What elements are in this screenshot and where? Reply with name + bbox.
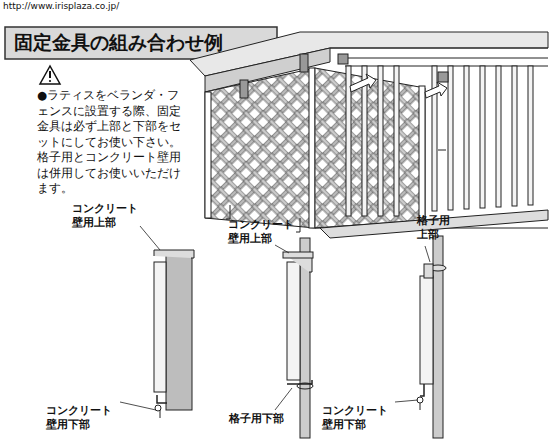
part-label: コンクリート 壁用下部 xyxy=(322,404,396,432)
url-text: http://www.irisplaza.co.jp/ xyxy=(3,1,119,12)
balcony-illustration xyxy=(190,32,548,238)
warning-icon xyxy=(40,66,60,84)
leader-lines xyxy=(120,226,430,410)
part-label: コンクリート 壁用上部 xyxy=(228,218,302,246)
part-label: 格子用下部 xyxy=(229,412,284,426)
post-detail-middle xyxy=(283,238,313,438)
part-label: コンクリート 壁用上部 xyxy=(72,202,146,230)
title-text: 固定金具の組み合わせ例 xyxy=(14,31,223,55)
note-text: ●ラティスをベランダ・フェンスに設置する際、固定金具は必ず上部と下部をセットにし… xyxy=(37,88,187,197)
post-detail-right xyxy=(417,236,446,438)
concrete-detail xyxy=(154,250,194,418)
part-label: 格子用 上部 xyxy=(417,214,455,242)
part-label: コンクリート 壁用下部 xyxy=(46,404,120,432)
